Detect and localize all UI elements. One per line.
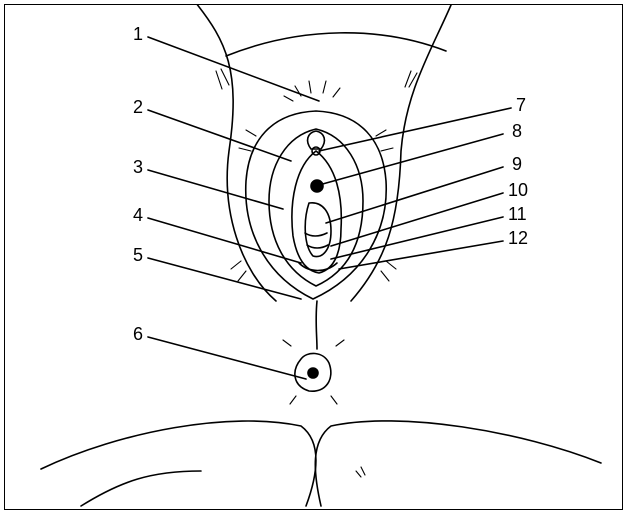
leader-5 [148,258,301,299]
anal-opening [308,368,318,378]
right-buttock [315,421,601,506]
label-10: 10 [508,181,528,199]
urethral-opening [311,180,323,192]
leader-2 [148,110,291,161]
anatomy-figure-frame: 1 2 3 4 5 6 7 8 9 10 11 12 [4,4,623,510]
perineal-raphe [316,301,317,349]
label-5: 5 [133,246,143,264]
leader-8 [319,134,503,185]
leader-12 [339,241,503,269]
label-2: 2 [133,98,143,116]
label-7: 7 [516,96,526,114]
label-3: 3 [133,158,143,176]
hymen-folds [305,233,328,248]
label-1: 1 [133,25,143,43]
leader-6 [148,337,306,379]
leader-4 [148,218,301,263]
leader-7 [319,108,511,151]
label-12: 12 [508,229,528,247]
vestibule-outline [292,151,341,273]
label-6: 6 [133,325,143,343]
leader-3 [148,170,283,209]
left-buttock [41,421,316,506]
abdomen-fold [226,33,446,56]
label-4: 4 [133,206,143,224]
label-11: 11 [508,205,527,223]
left-leg-edge [81,471,201,506]
label-8: 8 [512,122,522,140]
label-9: 9 [512,155,522,173]
labium-minus-outline [269,129,363,286]
anatomy-drawing [4,4,623,510]
